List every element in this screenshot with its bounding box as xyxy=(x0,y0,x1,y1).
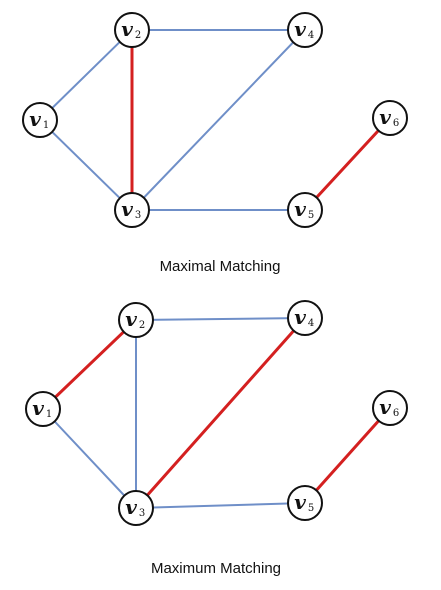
edge-v1-v3 xyxy=(42,408,137,509)
matched-edge-v5-v6 xyxy=(303,116,392,212)
node-circle xyxy=(25,391,61,427)
edge-v3-v4 xyxy=(131,29,306,211)
node-symbol: v xyxy=(294,305,306,329)
edge-v2-v4 xyxy=(135,317,306,321)
node-subscript: 5 xyxy=(308,210,314,221)
matched-edge-v1-v2 xyxy=(41,318,138,411)
node-subscript: 3 xyxy=(135,210,141,221)
node-subscript: 2 xyxy=(139,320,145,331)
node-symbol: v xyxy=(125,307,137,331)
node-circle xyxy=(114,192,150,228)
node-symbol: v xyxy=(294,197,306,221)
node-symbol: v xyxy=(294,490,306,514)
node-circle xyxy=(287,192,323,228)
node-subscript: 2 xyxy=(135,30,141,41)
edge-v1-v3 xyxy=(39,119,133,211)
node-subscript: 4 xyxy=(308,30,314,41)
node-circle xyxy=(372,390,408,426)
matched-edge-v5-v6 xyxy=(303,406,392,505)
node-symbol: v xyxy=(294,17,306,41)
node-subscript: 1 xyxy=(46,409,52,420)
node-subscript: 6 xyxy=(393,408,399,419)
matched-edge-v3-v4 xyxy=(134,316,307,510)
node-circle xyxy=(287,485,323,521)
node-subscript: 1 xyxy=(43,120,49,131)
edge-v1-v2 xyxy=(39,29,133,121)
node-symbol: v xyxy=(121,197,133,221)
node-subscript: 5 xyxy=(308,503,314,514)
node-circle xyxy=(114,12,150,48)
maximum-matching-caption: Maximum Matching xyxy=(151,560,281,577)
node-symbol: v xyxy=(32,396,44,420)
node-subscript: 6 xyxy=(393,118,399,129)
node-circle xyxy=(372,100,408,136)
node-circle xyxy=(287,12,323,48)
node-symbol: v xyxy=(121,17,133,41)
node-symbol: v xyxy=(379,395,391,419)
node-subscript: 4 xyxy=(308,318,314,329)
node-circle xyxy=(118,490,154,526)
edge-v3-v5 xyxy=(135,502,306,509)
node-circle xyxy=(118,302,154,338)
node-symbol: v xyxy=(29,107,41,131)
node-symbol: v xyxy=(125,495,137,519)
maximal-matching-caption: Maximal Matching xyxy=(160,258,281,275)
node-symbol: v xyxy=(379,105,391,129)
node-circle xyxy=(22,102,58,138)
node-subscript: 3 xyxy=(139,508,145,519)
node-circle xyxy=(287,300,323,336)
